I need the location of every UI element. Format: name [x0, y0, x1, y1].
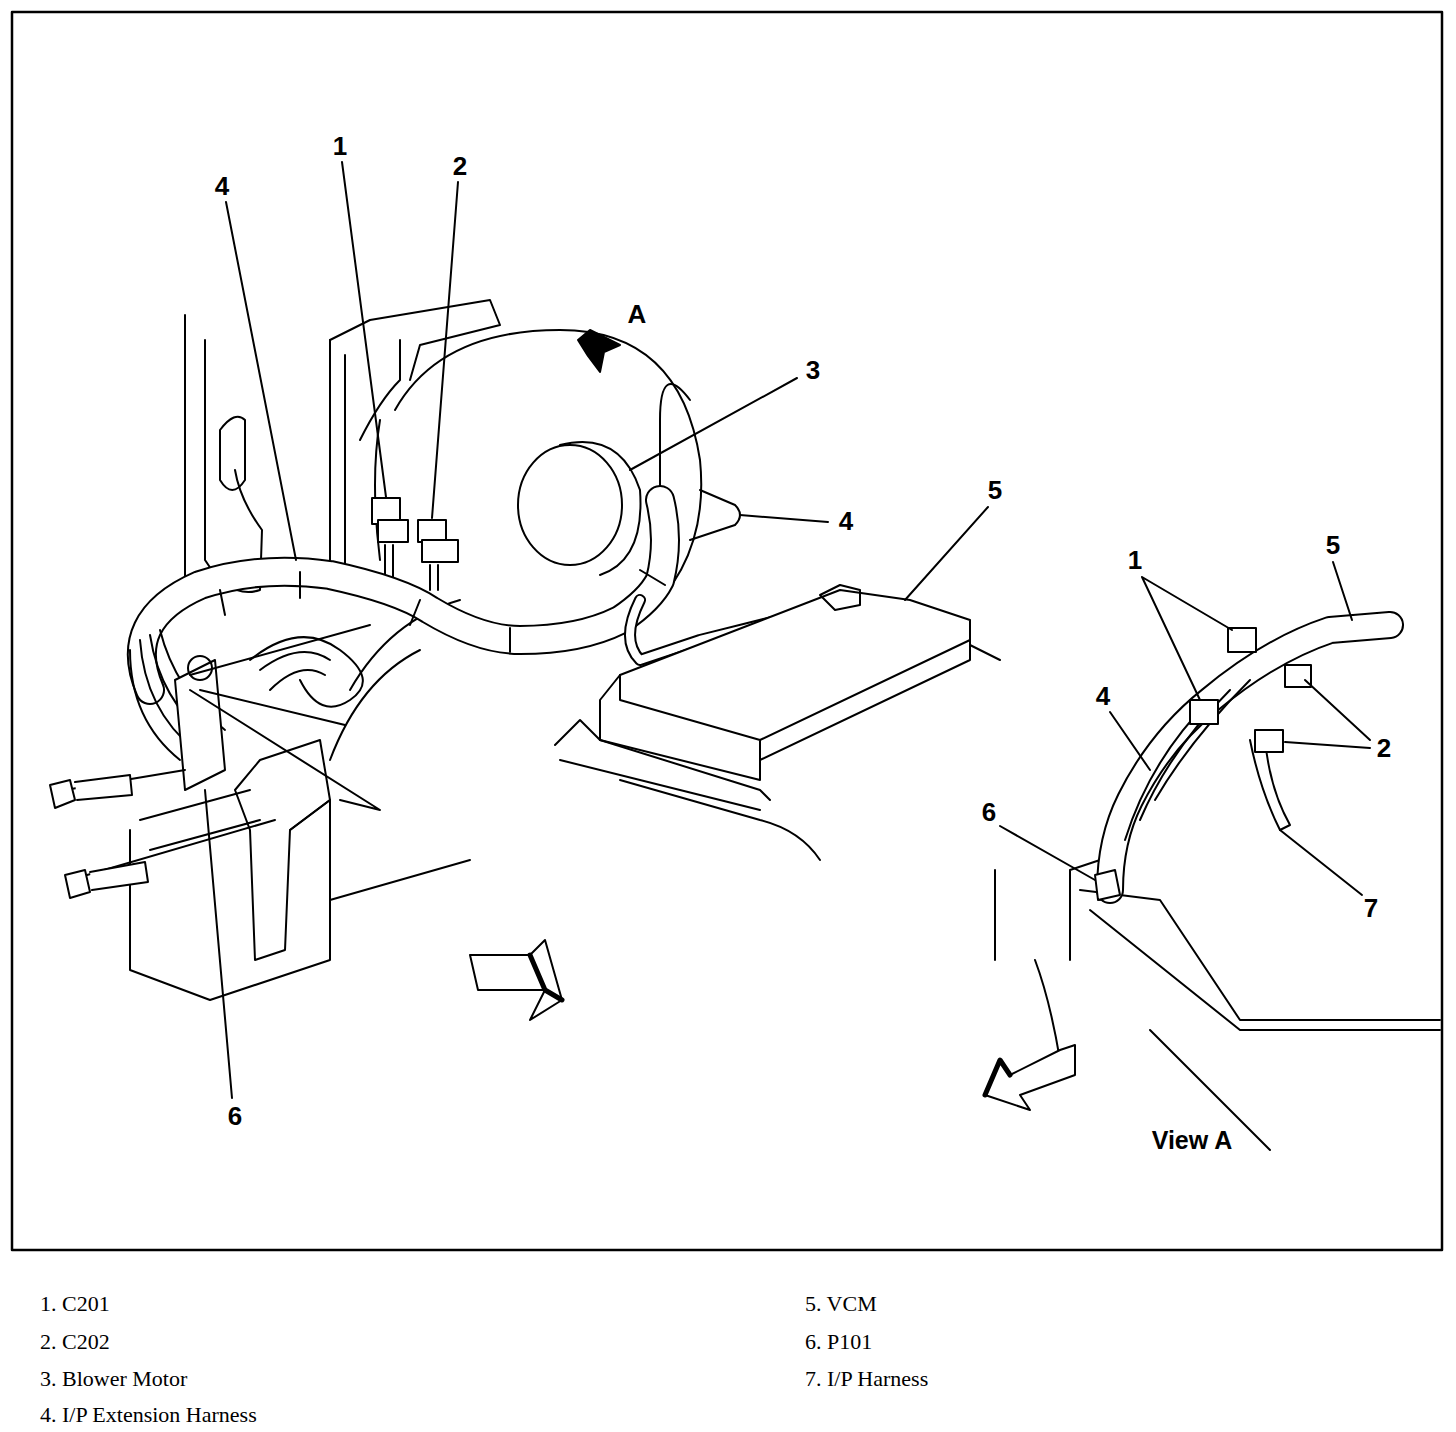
- leader-line: [1280, 830, 1362, 895]
- leader-line: [1285, 680, 1370, 748]
- blower-motor: [560, 442, 641, 575]
- bolt: [50, 775, 132, 808]
- callout-number: 4: [215, 173, 229, 199]
- bolt: [65, 862, 148, 898]
- view-label: View A: [1152, 1128, 1233, 1153]
- callout-number: 4: [1096, 683, 1110, 709]
- callout-number: 4: [839, 508, 853, 534]
- vcm-connector: [820, 585, 860, 610]
- leader-line: [226, 202, 296, 560]
- blower-motor: [518, 445, 622, 565]
- mount-line: [190, 625, 380, 810]
- harness-bracket: [690, 490, 740, 540]
- leader-line: [432, 182, 458, 518]
- direction-arrow: [985, 1045, 1075, 1110]
- connector-c202: [418, 520, 446, 542]
- panel-slot: [220, 417, 245, 490]
- callout-number: 1: [1128, 547, 1142, 573]
- leader-line: [905, 507, 988, 600]
- legend-entry: 1. C201: [40, 1292, 110, 1316]
- direction-arrow: [470, 940, 562, 1020]
- callout-number: 5: [988, 477, 1002, 503]
- legend-entry: 7. I/P Harness: [805, 1367, 928, 1391]
- vcm-module: [600, 590, 970, 780]
- legend-entry: 6. P101: [805, 1330, 872, 1354]
- ip-extension-harness: [142, 500, 665, 690]
- ip-extension-harness: [1110, 625, 1390, 890]
- connector-c201: [1228, 628, 1256, 652]
- vcm-module: [620, 640, 970, 760]
- harness-coil: [260, 652, 330, 690]
- direction-arrow: [985, 1060, 1010, 1095]
- leader-line: [630, 378, 797, 470]
- leader-line: [205, 790, 232, 1098]
- callout-number: 6: [982, 799, 996, 825]
- sill: [1080, 890, 1440, 1030]
- blower-housing: [330, 300, 500, 380]
- connector-c202: [1285, 665, 1311, 687]
- legend-entry: 4. I/P Extension Harness: [40, 1403, 257, 1427]
- callout-number: 6: [228, 1103, 242, 1129]
- direction-arrow: [530, 955, 562, 1000]
- legend-entry: 2. C202: [40, 1330, 110, 1354]
- panel-edge: [555, 720, 820, 860]
- harness-coil: [250, 637, 363, 707]
- vcm-edge: [970, 645, 1000, 660]
- callout-number: 5: [1326, 532, 1340, 558]
- view-arrow: [578, 330, 620, 372]
- bracket: [290, 800, 330, 900]
- callout-number: 1: [333, 133, 347, 159]
- leader-line: [1142, 577, 1232, 700]
- ip-harness: [1250, 740, 1290, 830]
- leader-line: [1000, 826, 1095, 880]
- leader-line: [1333, 562, 1352, 620]
- blower-wire: [660, 384, 690, 490]
- p101-connector: [188, 656, 212, 680]
- callout-number: 3: [806, 357, 820, 383]
- body-panel: [185, 315, 262, 600]
- blower-housing: [360, 340, 400, 440]
- connector-c201: [378, 520, 408, 542]
- connector-c202: [1255, 730, 1283, 752]
- connector-c202: [422, 540, 458, 562]
- view-letter: A: [628, 301, 647, 327]
- floor-panel: [130, 830, 470, 1000]
- connector-c201: [1190, 700, 1218, 724]
- leader-line: [740, 515, 828, 522]
- callout-number: 2: [1377, 735, 1391, 761]
- bracket: [235, 740, 330, 960]
- callout-number: 7: [1364, 895, 1378, 921]
- legend-entry: 5. VCM: [805, 1292, 877, 1316]
- legend-entry: 3. Blower Motor: [40, 1367, 187, 1391]
- callout-number: 2: [453, 153, 467, 179]
- p101-connector: [1095, 870, 1120, 900]
- blower-housing: [330, 340, 345, 575]
- ip-extension-harness: [142, 500, 665, 690]
- leader-line: [342, 162, 386, 497]
- ip-extension-harness: [1110, 625, 1390, 890]
- frame: [12, 12, 1442, 1250]
- leader-line: [1110, 712, 1150, 770]
